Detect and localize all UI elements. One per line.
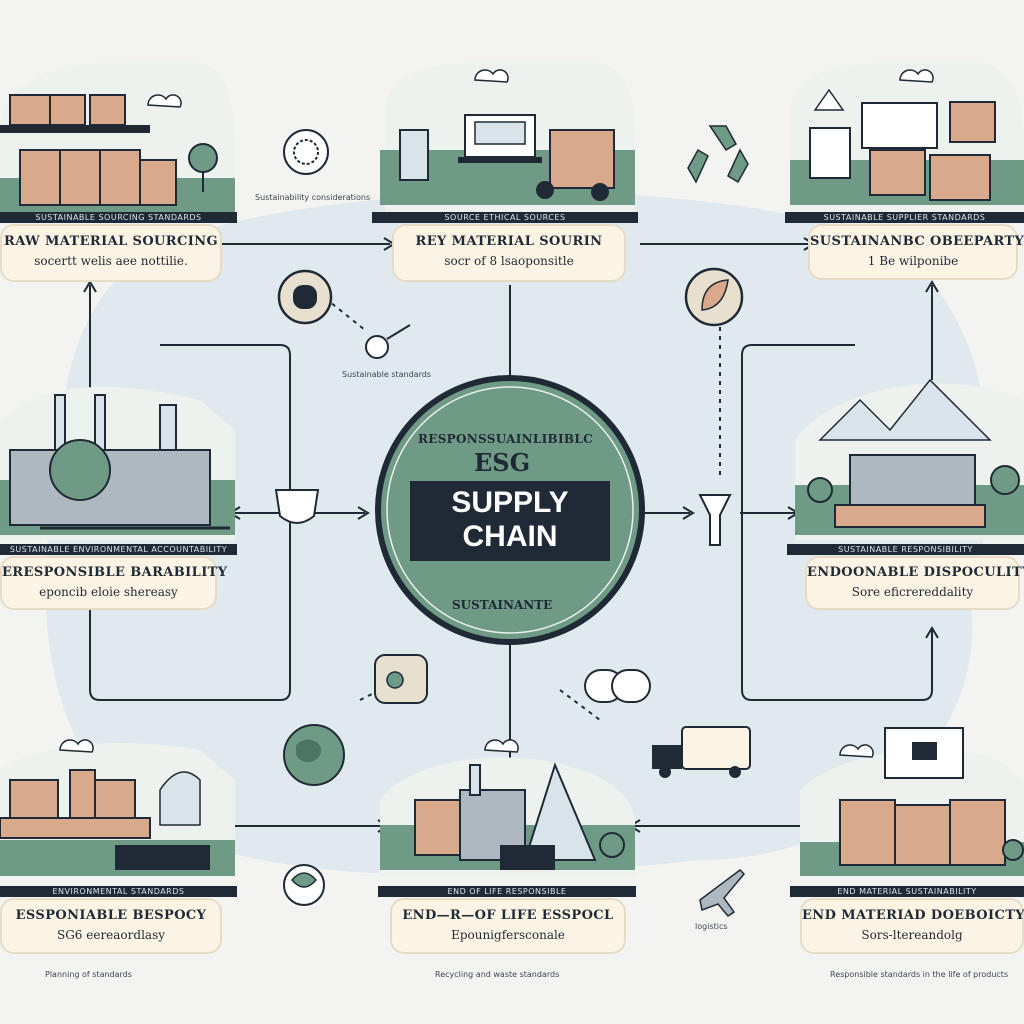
- airplane-icon: [699, 869, 746, 917]
- mountain-facility-scene-illustration: [795, 378, 1024, 540]
- panel-subtitle: Sors-ltereandolg: [861, 928, 963, 942]
- panel-title: ESSPONIABLE BESPOCY: [15, 908, 207, 923]
- panel-bar: END OF LIFE RESPONSIBLE: [378, 886, 636, 897]
- warehouse-scene-illustration: [0, 61, 235, 212]
- caption-recycling-footer: Recycling and waste standards: [435, 970, 560, 979]
- coin-badge-icon: [277, 269, 333, 325]
- panel-subtitle: socr of 8 lsaoponsitle: [444, 254, 574, 268]
- panel-bar: ENVIRONMENTAL STANDARDS: [0, 886, 237, 897]
- panel-bar: SUSTAINABLE RESPONSIBILITY: [787, 544, 1024, 555]
- truck-icon: [652, 726, 751, 778]
- panel-card: END MATERIAD DOEBOICTY Sors-ltereandolg: [800, 898, 1024, 954]
- panel-card: END—R—OF LIFE ESSPOCL Epounigfersconale: [390, 898, 626, 954]
- panel-title: END MATERIAD DOEBOICTY: [802, 908, 1024, 923]
- panel-subtitle: Epounigfersconale: [451, 928, 565, 942]
- panel-card: ERESPONSIBLE BARABILITY eponcib eloie sh…: [0, 556, 228, 610]
- hub-line-chain: CHAIN: [462, 520, 558, 553]
- panel-bar: SUSTAINABLE SUPPLIER STANDARDS: [785, 212, 1024, 223]
- hub-line-supply: SUPPLY: [451, 486, 569, 519]
- leaf-badge-icon: [684, 267, 744, 327]
- panel-card: REY MATERIAL SOURIN socr of 8 lsaoponsit…: [392, 224, 626, 282]
- panel-subtitle: socertt welis aee nottilie.: [34, 254, 188, 268]
- fingerprint-badge-icon: [283, 129, 329, 175]
- caption-planning-footer: Planning of standards: [45, 970, 132, 979]
- distribution-scene-illustration: [790, 62, 1024, 212]
- panel-bar: SOURCE ETHICAL SOURCES: [372, 212, 638, 223]
- recycling-badge-icon: [283, 864, 325, 906]
- globe-icon: [283, 724, 345, 786]
- chain-link-icon: [584, 669, 651, 703]
- panel-card: RAW MATERIAL SOURCING socertt welis aee …: [0, 224, 222, 282]
- factory-scene-illustration: [0, 386, 235, 540]
- caption-sustainability-considerations: Sustainability considerations: [255, 193, 371, 202]
- panel-title: ENDOONABLE DISPOCULITY: [807, 565, 1024, 580]
- storage-scene-illustration: [0, 739, 235, 876]
- panel-title: REY MATERIAL SOURIN: [415, 234, 603, 249]
- caption-logistics: logistics: [695, 922, 728, 931]
- panel-bar: END MATERIAL SUSTAINABILITY: [790, 886, 1024, 897]
- panel-subtitle: 1 Be wilponibe: [867, 254, 959, 268]
- caption-responsible-footer: Responsible standards in the life of pro…: [830, 970, 1009, 979]
- panel-subtitle: SG6 eereaordlasy: [56, 928, 166, 942]
- panel-title: END—R—OF LIFE ESSPOCL: [402, 908, 614, 923]
- funnel-icon: [698, 494, 732, 546]
- shipping-boxes-scene-illustration: [800, 727, 1024, 876]
- recycle-icon: [687, 125, 749, 184]
- shield-icon: [274, 489, 320, 524]
- hub-label-box: SUPPLY CHAIN: [410, 481, 610, 561]
- panel-subtitle: Sore eficrereddality: [851, 585, 974, 599]
- hub-bottom-text: SUSTAINANTE: [452, 598, 553, 612]
- recycling-plant-scene-illustration: [380, 739, 635, 876]
- logistics-scene-illustration: [380, 62, 635, 212]
- panel-bar: SUSTAINABLE ENVIRONMENTAL ACCOUNTABILITY: [0, 544, 237, 555]
- panel-title: SUSTAINANBC OBEEPARTY: [810, 234, 1024, 249]
- magnifier-icon: [365, 324, 411, 359]
- panel-title: RAW MATERIAL SOURCING: [3, 234, 219, 249]
- panel-subtitle: eponcib eloie shereasy: [39, 585, 178, 599]
- panel-title: ERESPONSIBLE BARABILITY: [2, 565, 228, 580]
- hub-title: ESG: [474, 448, 531, 477]
- panel-bar: SUSTAINABLE SOURCING STANDARDS: [0, 212, 237, 223]
- caption-sustainable-standards: Sustainable standards: [342, 370, 431, 379]
- jar-icon: [374, 654, 428, 704]
- panel-card: ESSPONIABLE BESPOCY SG6 eereaordlasy: [0, 898, 222, 954]
- panel-card: ENDOONABLE DISPOCULITY Sore eficrereddal…: [805, 556, 1024, 610]
- panel-card: SUSTAINANBC OBEEPARTY 1 Be wilponibe: [808, 224, 1024, 280]
- hub-arc-text: RESPONSSUAINLIBIBLC: [418, 432, 593, 446]
